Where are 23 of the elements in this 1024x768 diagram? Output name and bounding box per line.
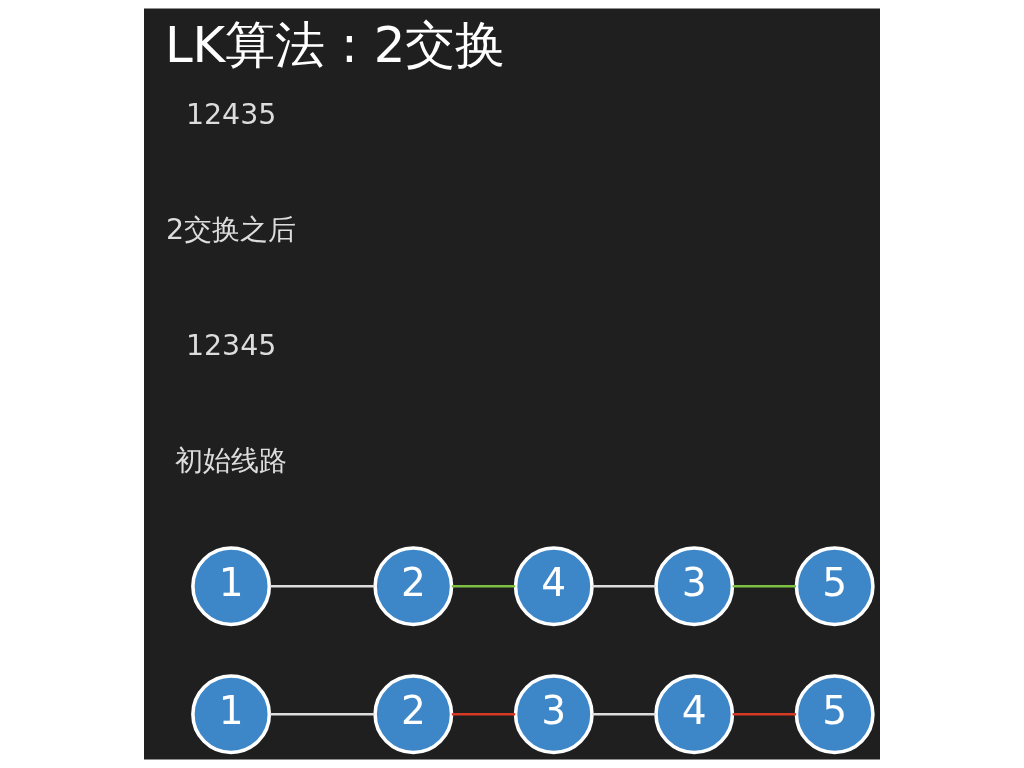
connector bbox=[732, 584, 797, 588]
node-circle: 3 bbox=[654, 546, 735, 627]
node-circle: 4 bbox=[654, 674, 735, 755]
diagram-title: LK算法 : 2交换 bbox=[164, 16, 506, 75]
connector bbox=[592, 584, 656, 588]
connector bbox=[451, 584, 516, 588]
connector bbox=[269, 712, 375, 716]
connector bbox=[592, 712, 656, 716]
label: 12435 bbox=[185, 97, 277, 131]
label: 初始线路 bbox=[175, 444, 288, 478]
node-circle: 2 bbox=[373, 546, 454, 627]
connector bbox=[269, 584, 375, 588]
node-circle: 1 bbox=[191, 674, 272, 755]
connector bbox=[732, 712, 797, 716]
label: 2交换之后 bbox=[166, 213, 297, 247]
node-circle: 5 bbox=[794, 674, 875, 755]
node-circle: 5 bbox=[794, 546, 875, 627]
node-circle: 1 bbox=[191, 546, 272, 627]
connector bbox=[451, 712, 516, 716]
node-circle: 2 bbox=[373, 674, 454, 755]
node-circle: 3 bbox=[513, 674, 594, 755]
label: 12345 bbox=[185, 328, 277, 362]
node-circle: 4 bbox=[513, 546, 594, 627]
